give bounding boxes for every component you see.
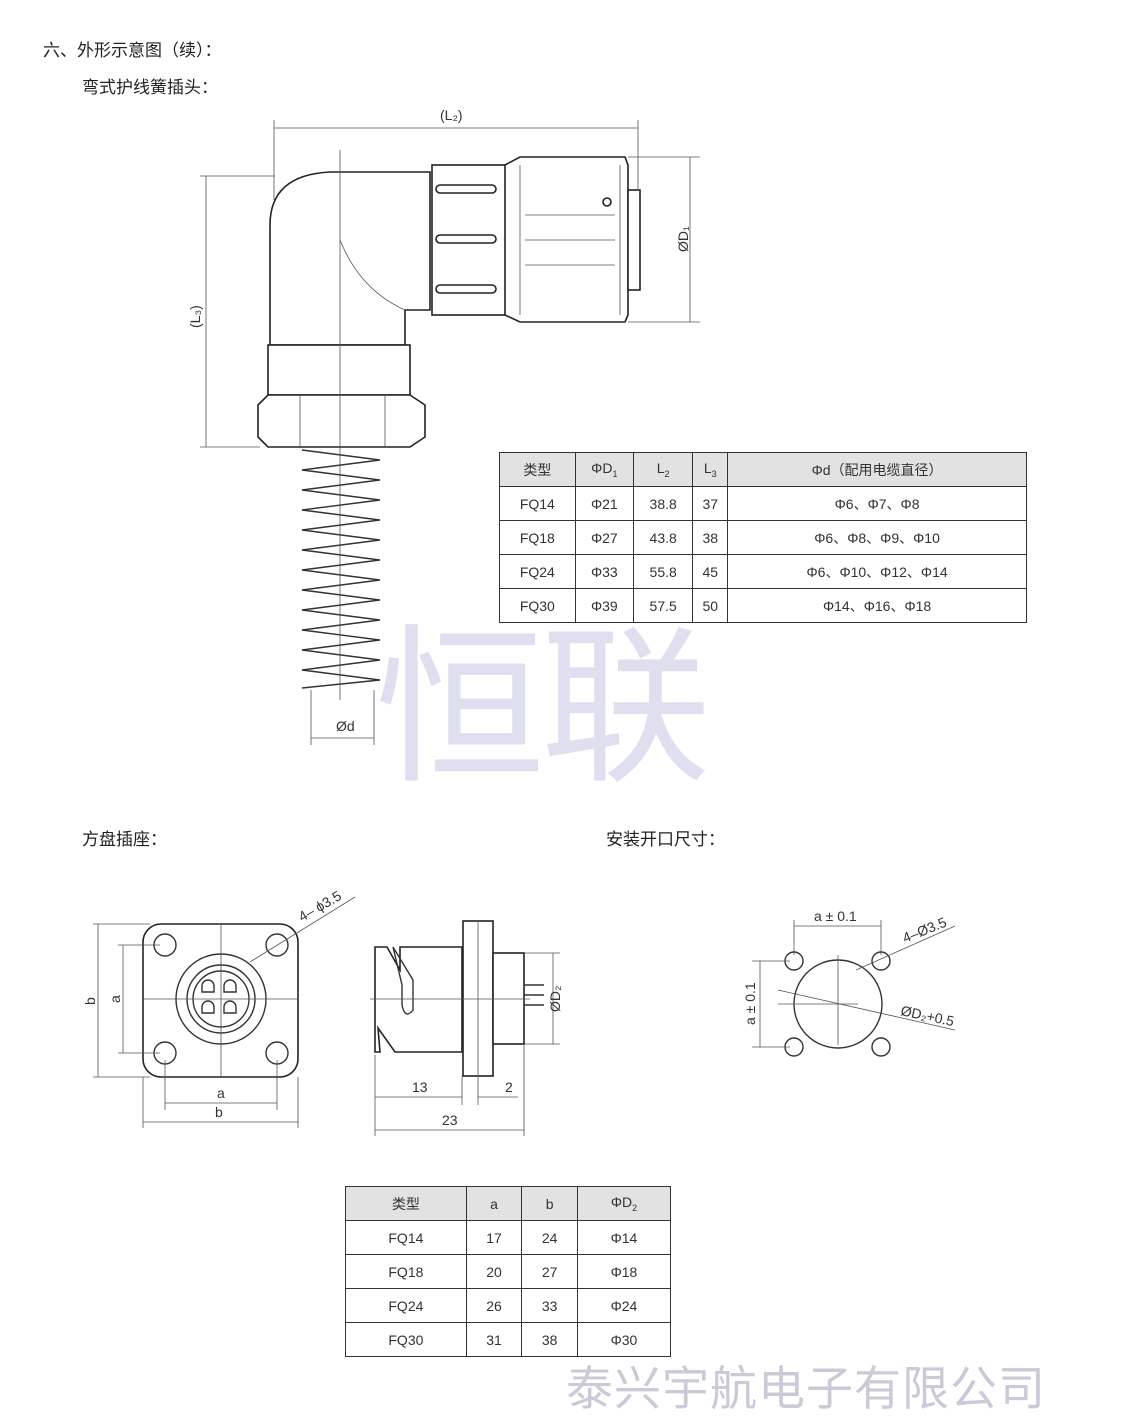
label-cutout-D2: ØD₂+0.5	[899, 1002, 955, 1029]
cell: Φ33	[574, 554, 634, 589]
cell: Φ27	[574, 520, 634, 555]
cell: 38.8	[632, 486, 694, 521]
cell: Φ18	[576, 1254, 672, 1289]
dim-a-vertical-cutout: a ± 0.1	[742, 982, 758, 1025]
dim-b: b	[215, 1104, 223, 1120]
dim-b-vertical: b	[82, 997, 98, 1005]
header-D1: ΦD1	[574, 452, 634, 487]
cell: Φ24	[576, 1288, 672, 1323]
cell: FQ18	[345, 1254, 467, 1289]
cell: FQ18	[499, 520, 576, 555]
square-socket-title: 方盘插座：	[82, 830, 167, 850]
cell: 38	[692, 520, 729, 555]
cell: FQ24	[345, 1288, 467, 1323]
dim-D2: ØD₂	[547, 986, 563, 1012]
cell: Φ39	[574, 588, 634, 623]
cell: 57.5	[632, 588, 694, 623]
dim-D1: ØD₁	[675, 226, 691, 252]
header-cable-diameter: Φd（配用电缆直径）	[727, 452, 1027, 487]
label-cutout-holes: 4–Ø3.5	[900, 914, 949, 946]
header-D2: ΦD2	[576, 1186, 672, 1221]
watermark: 恒联	[375, 610, 711, 808]
header-type: 类型	[345, 1186, 467, 1221]
header-type: 类型	[499, 452, 576, 487]
header-L3: L3	[692, 452, 729, 487]
cell: 20	[465, 1254, 523, 1289]
square-socket-side: ØD₂ 13 2 23	[370, 920, 563, 1136]
cell: Φ6、Φ8、Φ9、Φ10	[727, 520, 1027, 555]
cell: 37	[692, 486, 729, 521]
square-socket-front: 4– ϕ3.5 b a a b	[82, 887, 356, 1128]
dim-23: 23	[442, 1112, 458, 1128]
cell: 55.8	[632, 554, 694, 589]
dim-13: 13	[412, 1079, 428, 1095]
cell: 43.8	[632, 520, 694, 555]
header-b: b	[521, 1186, 578, 1221]
dim-d: Ød	[336, 718, 355, 734]
elbow-plug-drawing: (L₂) (L₃) ØD₁ Ød	[187, 107, 700, 745]
cell: 45	[692, 554, 729, 589]
dim-L2: (L₂)	[440, 107, 463, 123]
cell: 50	[692, 588, 729, 623]
cell: 31	[465, 1322, 523, 1357]
cell: FQ14	[499, 486, 576, 521]
cell: FQ30	[499, 588, 576, 623]
cell: 17	[465, 1220, 523, 1255]
dim-a-vertical: a	[107, 995, 123, 1003]
dim-L3: (L₃)	[187, 305, 203, 328]
cutout-title: 安装开口尺寸：	[606, 830, 725, 850]
cell: Φ14	[576, 1220, 672, 1255]
table-header-row: 类型 a b ΦD2	[345, 1186, 672, 1221]
company-name: 泰兴宇航电子有限公司	[566, 1362, 1046, 1417]
cell: 33	[521, 1288, 578, 1323]
dim-a-horizontal: a ± 0.1	[814, 908, 857, 924]
cell: Φ21	[574, 486, 634, 521]
cell: 24	[521, 1220, 578, 1255]
cell: Φ6、Φ7、Φ8	[727, 486, 1027, 521]
header-a: a	[465, 1186, 523, 1221]
cell: FQ24	[499, 554, 576, 589]
cell: 27	[521, 1254, 578, 1289]
cell: Φ6、Φ10、Φ12、Φ14	[727, 554, 1027, 589]
dim-a: a	[217, 1085, 225, 1101]
cell: 26	[465, 1288, 523, 1323]
section-heading: 六、外形示意图（续）：	[43, 41, 222, 61]
elbow-plug-title: 弯式护线簧插头：	[82, 78, 218, 98]
cell: Φ30	[576, 1322, 672, 1357]
table-header-row: 类型 ΦD1 L2 L3 Φd（配用电缆直径）	[499, 452, 1027, 487]
cell: FQ30	[345, 1322, 467, 1357]
header-L2: L2	[632, 452, 694, 487]
dim-2: 2	[505, 1079, 513, 1095]
cell: Φ14、Φ16、Φ18	[727, 588, 1027, 623]
cell: FQ14	[345, 1220, 467, 1255]
cutout-drawing: a ± 0.1 a ± 0.1 4–Ø3.5 ØD₂+0.5	[742, 908, 956, 1057]
